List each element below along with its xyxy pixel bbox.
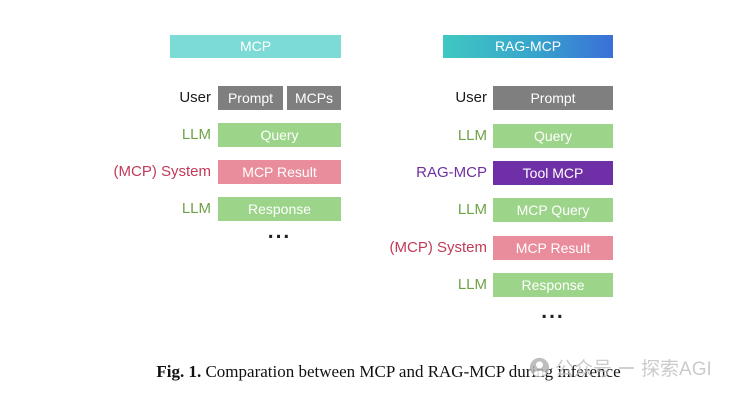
wechat-official-account-icon <box>529 357 550 378</box>
tool-mcp-box: Tool MCP <box>493 161 613 185</box>
row-label-llm: LLM <box>181 126 211 143</box>
row-label-user: User <box>455 89 487 106</box>
row-label-mcp-system: (MCP) System <box>389 239 488 256</box>
rag-mcp-column-header: RAG-MCP <box>443 35 613 58</box>
continuation-ellipsis: ... <box>541 300 565 323</box>
query-box: Query <box>218 123 341 147</box>
figure-caption-text: Comparation between MCP and RAG-MCP duri… <box>205 362 621 381</box>
watermark-separator <box>619 366 635 369</box>
row-label-mcp-system: (MCP) System <box>113 163 212 180</box>
watermark: 公众号 探索AGI <box>529 354 712 381</box>
mcp-result-box: MCP Result <box>218 160 341 184</box>
response-box: Response <box>493 273 613 297</box>
prompt-box: Prompt <box>493 86 613 110</box>
figure-caption: Fig. 1. Comparation between MCP and RAG-… <box>0 360 749 384</box>
row-label-user: User <box>179 89 211 106</box>
row-label-llm: LLM <box>181 200 211 217</box>
prompt-box: Prompt <box>218 86 283 110</box>
row-label-llm: LLM <box>457 276 487 293</box>
watermark-account-label: 公众号 <box>555 359 613 380</box>
row-label-llm: LLM <box>457 127 487 144</box>
response-box: Response <box>218 197 341 221</box>
row-label-llm: LLM <box>457 201 487 218</box>
mcps-box: MCPs <box>287 86 341 110</box>
mcp-result-box: MCP Result <box>493 236 613 260</box>
watermark-account-name: 探索AGI <box>641 359 712 380</box>
mcp-column-header: MCP <box>170 35 341 58</box>
mcp-query-box: MCP Query <box>493 198 613 222</box>
row-label-rag-mcp: RAG-MCP <box>416 164 487 181</box>
query-box: Query <box>493 124 613 148</box>
figure-caption-number: Fig. 1. <box>156 362 202 381</box>
continuation-ellipsis: ... <box>267 220 292 243</box>
